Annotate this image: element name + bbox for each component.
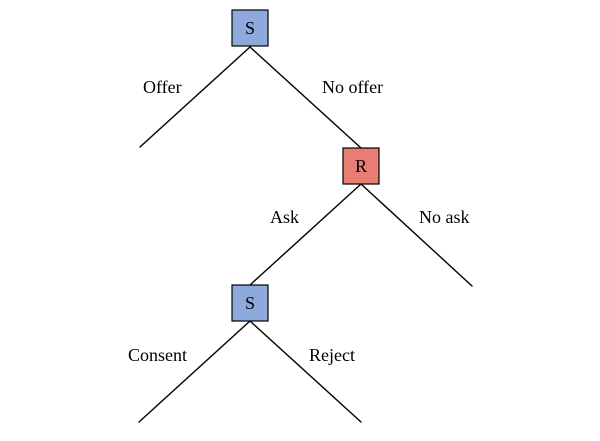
edge-no-ask	[360, 183, 473, 287]
node-box	[342, 147, 380, 185]
node-label: R	[355, 156, 367, 176]
node-label: S	[245, 293, 255, 313]
edge-label-no-ask: No ask	[419, 207, 470, 227]
edge-label-no-offer: No offer	[322, 77, 383, 97]
node-label: S	[245, 18, 255, 38]
edge-label-ask: Ask	[270, 207, 299, 227]
node-box	[231, 9, 269, 47]
edge-offer	[139, 46, 251, 148]
edge-label-offer: Offer	[143, 77, 182, 97]
node-second-sender: S	[231, 284, 269, 322]
node-receiver: R	[342, 147, 380, 185]
edge-label-reject: Reject	[309, 345, 355, 365]
node-box	[231, 284, 269, 322]
edge-no-offer	[249, 46, 362, 149]
edge-ask	[249, 183, 362, 286]
node-root-sender: S	[231, 9, 269, 47]
edge-consent	[138, 320, 251, 423]
edge-label-consent: Consent	[128, 345, 187, 365]
edge-reject	[249, 320, 362, 423]
